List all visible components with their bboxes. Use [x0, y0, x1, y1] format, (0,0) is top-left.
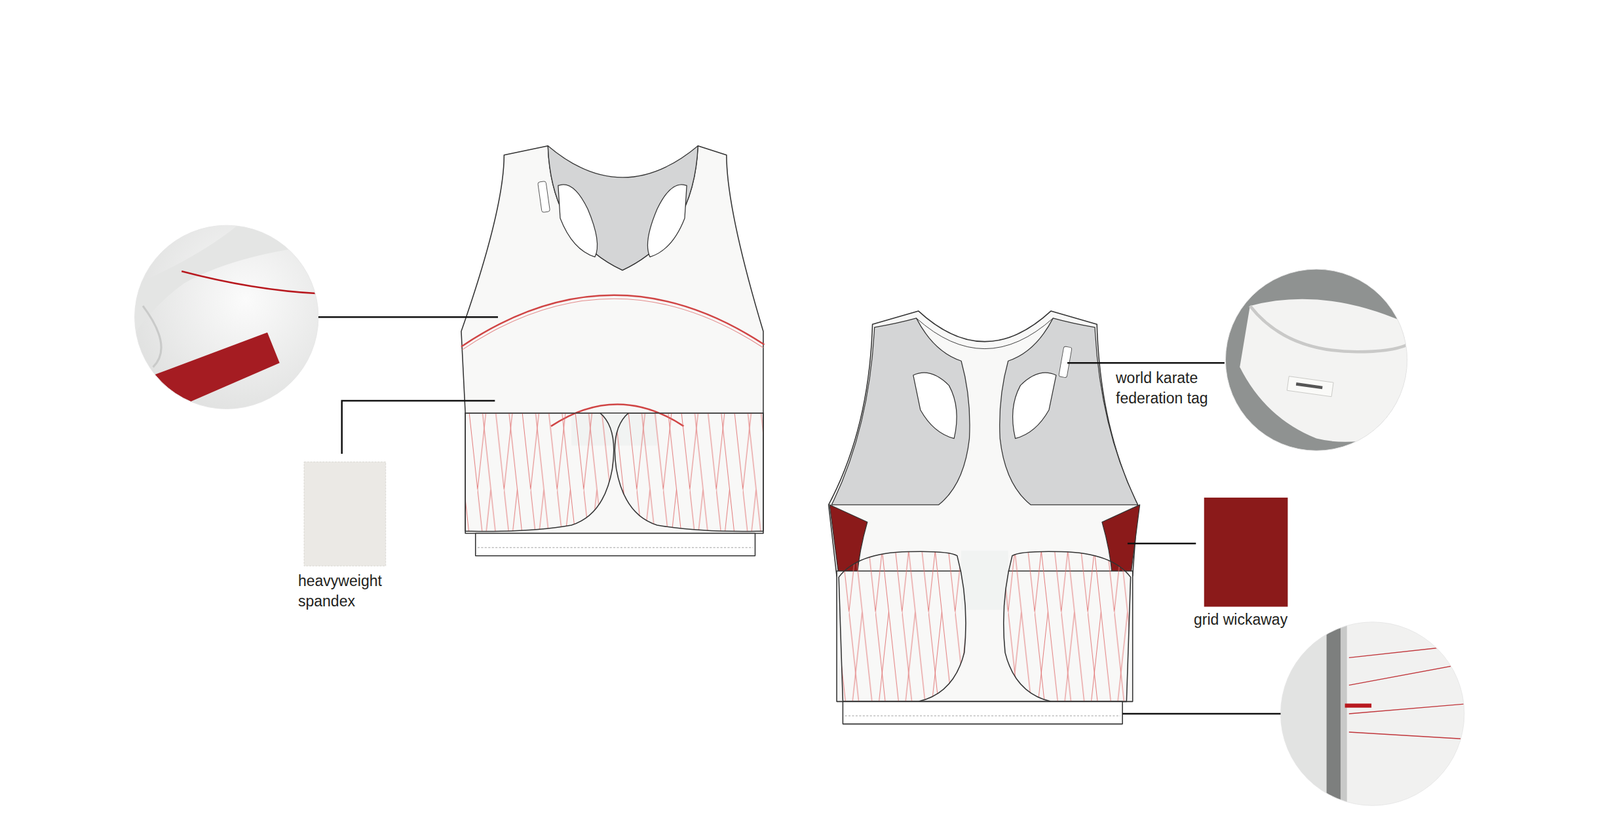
drawing-part [1275, 617, 1327, 812]
armhole-cutout [913, 372, 957, 439]
drawing-part [132, 219, 322, 337]
drawing-part [318, 316, 498, 318]
detail-photo [1219, 265, 1414, 460]
drawing-part [181, 271, 322, 294]
drawing-part [1295, 382, 1323, 390]
drawing-part [1349, 644, 1470, 740]
pad-pocket [465, 413, 614, 533]
waistband [475, 533, 756, 556]
spandex-swatch [304, 461, 386, 567]
waistband [842, 701, 1123, 724]
photo-frame [134, 225, 319, 409]
drawing-part [153, 332, 280, 411]
drawing-part [342, 400, 496, 455]
pad-pocket [1003, 551, 1131, 702]
drawing-part [1345, 703, 1372, 708]
pad-pocket [838, 551, 966, 702]
drawing-part [1127, 543, 1196, 545]
center-panel [961, 551, 1009, 610]
neck-binding [916, 318, 1054, 350]
pad-pocket [614, 413, 764, 533]
drawing-part [1239, 299, 1414, 443]
drawing-part [142, 305, 162, 367]
drawing-part [1286, 376, 1334, 398]
fabric-label: heavyweight spandex [298, 571, 403, 612]
front-view [461, 146, 765, 557]
back-body [828, 311, 1139, 577]
drawing-part [1340, 617, 1347, 812]
lower-panel [465, 413, 764, 534]
armhole-cutout [1012, 372, 1057, 439]
tag-label: world karate federation tag [1115, 368, 1241, 409]
drawing-part [1275, 617, 1470, 812]
wickaway-swatch [1204, 497, 1289, 608]
armhole-cutout [558, 184, 598, 258]
fabric-label: grid wickaway [1193, 609, 1288, 631]
front-body [461, 146, 764, 414]
stitch [477, 547, 753, 549]
back-view [828, 311, 1141, 725]
drawing-part [1326, 617, 1342, 812]
red-piping [461, 295, 765, 348]
tag [537, 181, 551, 213]
leader-lines [318, 317, 1281, 715]
drawing-part [1219, 265, 1414, 460]
photo-frame [1225, 269, 1407, 451]
detail-photo [132, 219, 322, 414]
drawing-part [1250, 305, 1414, 352]
grey-lining [831, 318, 970, 506]
armhole-cutout [647, 184, 687, 258]
detail-photo [1275, 617, 1470, 812]
photo-frame [1280, 622, 1465, 806]
grey-lining [999, 318, 1139, 506]
red-piping [462, 298, 764, 350]
inner-back-lining [547, 146, 698, 271]
drawing-part [1122, 713, 1281, 715]
stitch [845, 716, 1121, 717]
tag [1058, 346, 1072, 379]
drawing-part [1067, 362, 1225, 364]
